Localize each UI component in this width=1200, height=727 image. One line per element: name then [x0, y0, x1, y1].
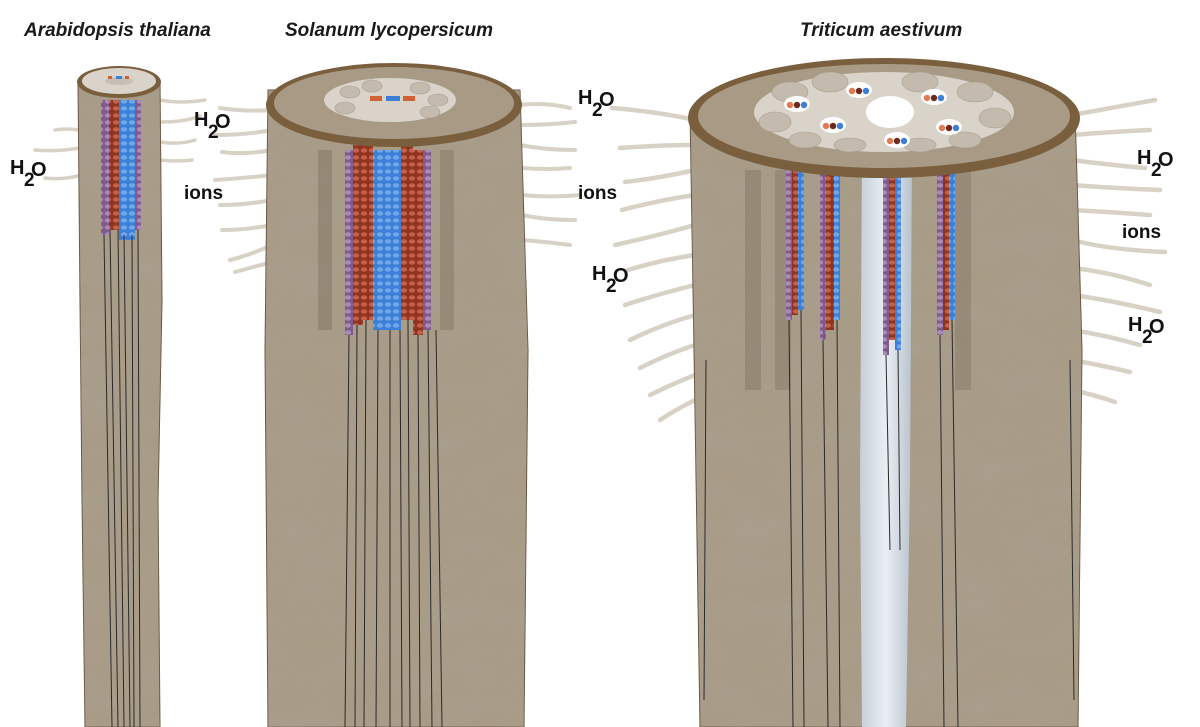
title-triticum: Triticum aestivum: [800, 20, 963, 41]
ions-label-arabidopsis: ions: [184, 183, 224, 204]
water-label-o: O: [31, 159, 47, 181]
water-label-o: O: [215, 111, 231, 133]
solanum-strand-lines: [344, 319, 443, 727]
water-label-h: H: [1128, 314, 1143, 336]
triticum-vascular-strands: [786, 150, 955, 355]
water-label-subscript: 2: [24, 170, 35, 191]
arabidopsis-root-hairs: [33, 98, 207, 181]
water-label-o: O: [599, 89, 615, 111]
triticum-strand-lines: [703, 309, 1075, 727]
water-label-subscript: 2: [208, 122, 219, 143]
water-label-h: H: [1137, 147, 1152, 169]
triticum-root: [609, 58, 1168, 727]
triticum-vascular-bundles: [784, 82, 962, 148]
ions-label-triticum: ions: [1122, 222, 1162, 243]
solanum-vascular-strands: [345, 145, 431, 335]
triticum-central-metaxylem: [866, 96, 914, 128]
water-label-subscript: 2: [1151, 160, 1162, 181]
water-label-o: O: [1149, 316, 1165, 338]
water-label-subscript: 2: [592, 100, 603, 121]
arabidopsis-vascular-strands: [101, 100, 141, 240]
water-label-o: O: [1158, 149, 1174, 171]
water-label-subscript: 2: [606, 276, 617, 297]
arabidopsis-strand-lines: [103, 229, 141, 727]
water-label-o: O: [613, 265, 629, 287]
title-arabidopsis: Arabidopsis thaliana: [24, 20, 211, 41]
water-label-h: H: [578, 87, 593, 109]
water-label-subscript: 2: [1142, 327, 1153, 348]
water-label-h: H: [194, 109, 209, 131]
title-solanum: Solanum lycopersicum: [285, 20, 494, 41]
water-label-h: H: [10, 157, 25, 179]
water-label-h: H: [592, 263, 607, 285]
solanum-root: [213, 63, 582, 727]
ions-label-solanum: ions: [578, 183, 618, 204]
arabidopsis-root: [33, 66, 207, 727]
